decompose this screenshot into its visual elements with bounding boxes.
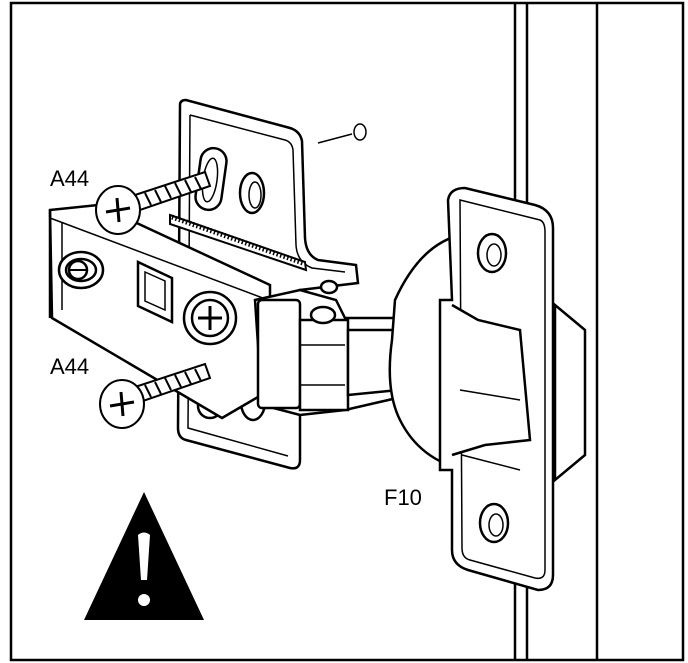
frame-border: [9, 1, 685, 662]
screw-a44-top: [95, 170, 212, 235]
label-hinge: F10: [384, 485, 422, 510]
label-screw-top: A44: [50, 166, 89, 191]
screw-a44-bottom: [99, 362, 212, 429]
pilot-hole: [317, 123, 367, 144]
hinge-arm: [48, 203, 272, 420]
label-screw-bottom: A44: [50, 354, 89, 379]
serrated-rail: [169, 213, 308, 272]
hinge-door-plate: [438, 186, 587, 592]
warning-triangle-icon: [84, 492, 204, 620]
